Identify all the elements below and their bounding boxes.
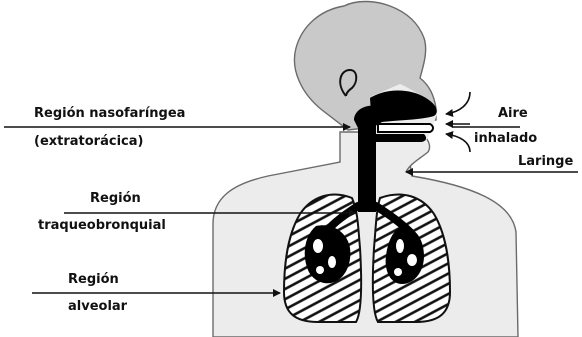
label-larynx: Laringe [518,154,573,170]
label-nasopharyngeal-line1: Región nasofaríngea [34,106,185,122]
label-inhaled-air-line2: inhalado [474,131,537,147]
inhaled-air-arrow-upper [446,92,470,114]
label-nasopharyngeal-line2: (extratorácica) [34,134,143,150]
oral-cavity [374,134,426,142]
label-tracheobronchial-line2: traqueobronquial [38,218,166,234]
label-alveolar-line1: Región [68,272,119,288]
label-alveolar-line2: alveolar [68,299,127,315]
label-tracheobronchial-line1: Región [90,191,141,207]
label-inhaled-air-line1: Aire [498,106,528,122]
inhaled-air-arrow-lower [446,134,470,152]
mouth-outline [378,124,433,132]
